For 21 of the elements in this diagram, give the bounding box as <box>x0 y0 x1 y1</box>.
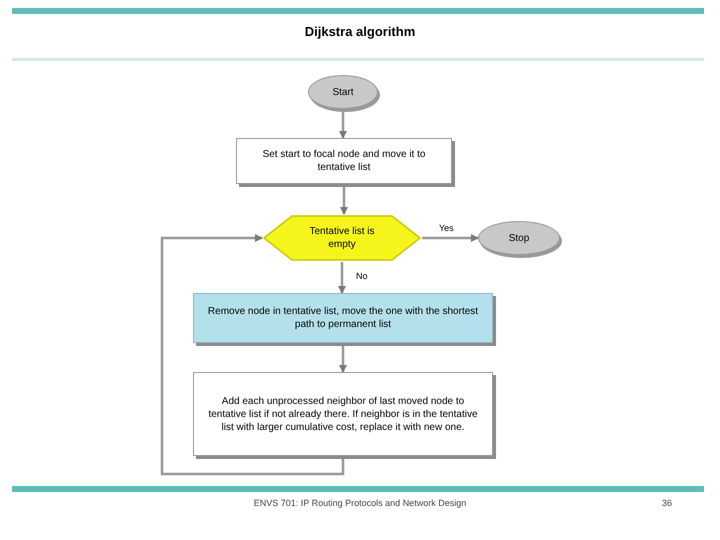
page-number: 36 <box>662 497 672 510</box>
process-box <box>193 293 493 343</box>
process-box <box>236 138 452 184</box>
arrow <box>339 109 347 139</box>
arrow <box>338 262 346 294</box>
arrow <box>339 343 347 373</box>
arrow <box>160 234 344 476</box>
arrow <box>422 234 479 242</box>
footer-text: ENVS 701: IP Routing Protocols and Network Design <box>252 497 468 510</box>
terminal-ellipse <box>308 75 378 109</box>
terminal-ellipse <box>478 221 560 255</box>
decision-hexagon <box>262 214 422 262</box>
node-text: Tentative list is empty <box>308 225 376 251</box>
node-text: Start <box>331 86 355 98</box>
arrow <box>340 184 348 215</box>
node-text: Set start to focal node and move it to tentative list <box>262 148 426 174</box>
process-box <box>193 372 493 456</box>
node-text: Stop <box>508 232 530 244</box>
node-text: Add each unprocessed neighbor of last moved node to tentative list if not already there. If neighbor is in the tentative list with larger cumulative cost, replace it with new one. <box>207 394 479 434</box>
title: Dijkstra algorithm <box>304 23 416 41</box>
node-text: Remove node in tentative list, move the one with the shortest path to permanent list <box>206 305 480 331</box>
